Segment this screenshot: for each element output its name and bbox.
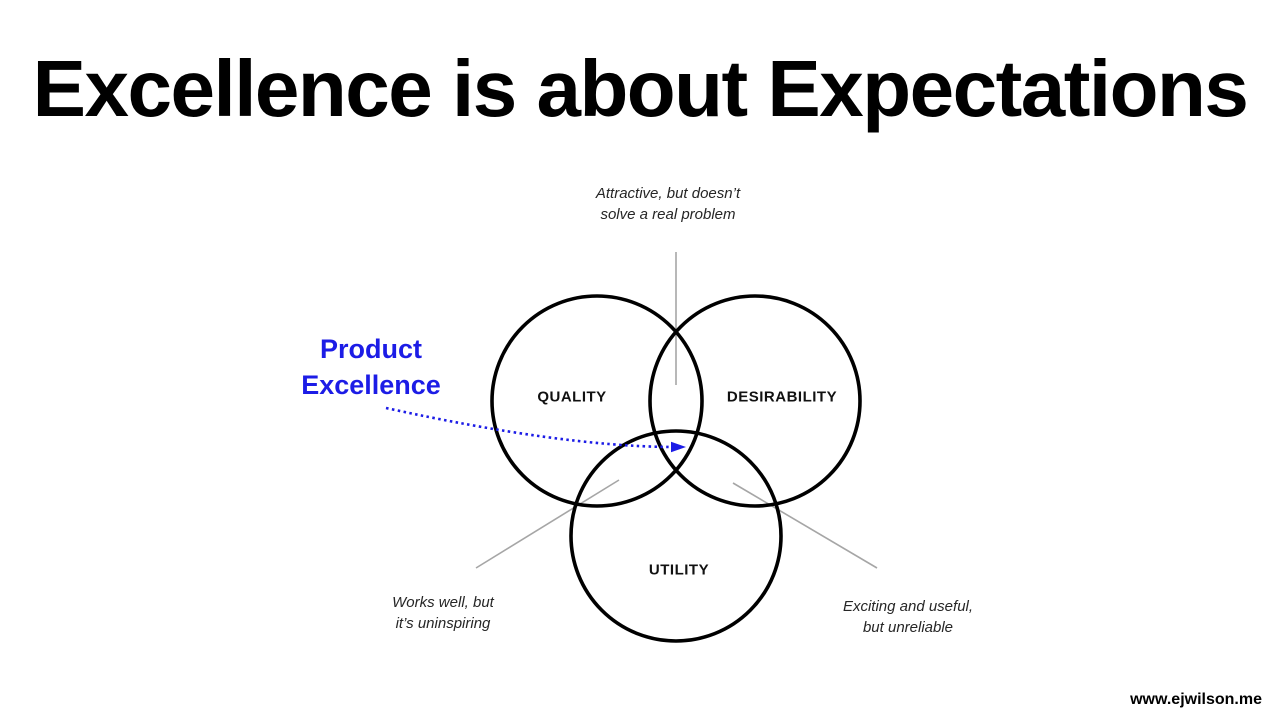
quality-label: QUALITY (537, 388, 607, 406)
annotation-line: Works well, but (392, 594, 494, 611)
product-excellence-line1: Product (319, 334, 423, 364)
footer-website-url: www.ejwilson.me (1130, 691, 1262, 708)
annotation-line: Attractive, but doesn’t (595, 185, 741, 202)
utility-circle (569, 429, 783, 643)
annotation-line: it’s uninspiring (395, 615, 491, 632)
slide-title: Excellence is about Expectations (32, 44, 1249, 133)
product-excellence-line2: Excellence (301, 370, 441, 400)
product-excellence-label: Product Excellence (301, 331, 441, 403)
annotation-line: Exciting and useful, (842, 598, 974, 615)
annotation-quality-utility: Works well, but it’s uninspiring (392, 592, 494, 634)
quality-circle (490, 294, 704, 508)
annotation-line: but unreliable (862, 619, 954, 636)
excellence-arrowhead-icon (671, 441, 686, 453)
pointer-line-right-overlap (732, 482, 878, 569)
pointer-line-left-overlap (475, 479, 620, 569)
utility-label: UTILITY (648, 561, 710, 579)
annotation-desirability-utility: Exciting and useful, but unreliable (843, 596, 973, 638)
desirability-circle (648, 294, 862, 508)
annotation-quality-desirability: Attractive, but doesn’t solve a real pro… (596, 183, 740, 225)
excellence-dotted-arrow (385, 406, 671, 449)
desirability-label: DESIRABILITY (726, 388, 838, 406)
annotation-line: solve a real problem (600, 206, 736, 223)
